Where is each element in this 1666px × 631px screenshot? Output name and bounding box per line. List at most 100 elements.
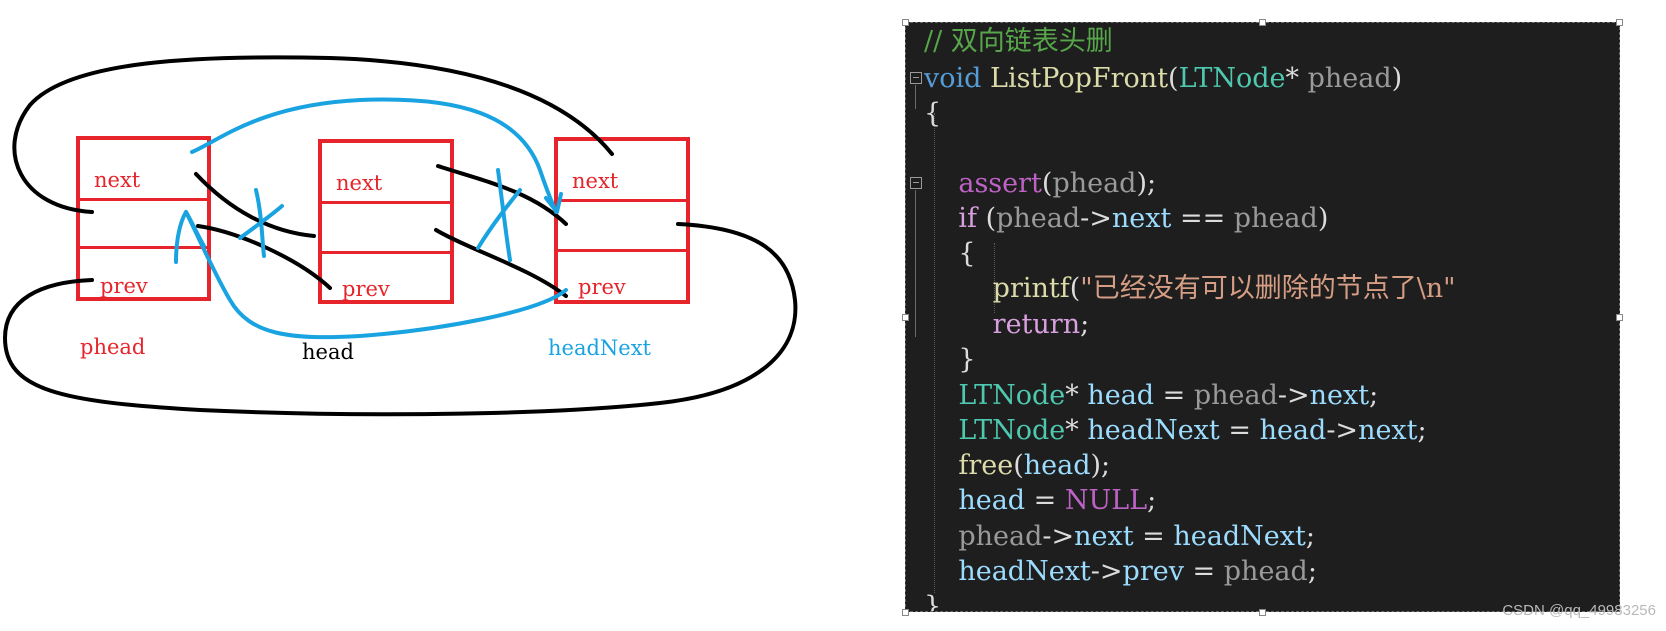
- linked-list-diagram: next prev phead next prev head next prev…: [3, 55, 798, 417]
- node-divider: [322, 251, 450, 254]
- node-name-head: head: [302, 340, 354, 364]
- code-token: phead: [1307, 63, 1392, 94]
- code-token: ;: [1369, 380, 1379, 411]
- code-token: [924, 556, 958, 587]
- node-phead: next prev: [76, 136, 211, 301]
- code-token: [924, 485, 958, 516]
- code-line[interactable]: }: [924, 341, 976, 378]
- code-token: // 双向链表头删: [924, 26, 1113, 57]
- node-divider: [558, 249, 686, 252]
- code-line[interactable]: head = NULL;: [924, 482, 1156, 519]
- selection-handle[interactable]: [1616, 19, 1623, 26]
- code-token: return: [992, 309, 1081, 340]
- code-token: LTNode: [1178, 63, 1286, 94]
- phead-bottom-wraparound-link: [3, 222, 798, 417]
- code-line[interactable]: LTNode* headNext = head->next;: [924, 412, 1426, 449]
- code-token: next: [1358, 415, 1418, 446]
- next-field-label: next: [572, 169, 619, 193]
- code-token: if: [958, 203, 977, 234]
- code-token: );: [1136, 168, 1157, 199]
- new-headnext-prev-to-phead-link: [184, 210, 568, 340]
- phead-next-to-head-link: [194, 172, 316, 238]
- code-token: phead: [1233, 203, 1318, 234]
- code-line[interactable]: {: [924, 95, 941, 132]
- fold-bar: [915, 190, 916, 337]
- code-token: phead: [996, 203, 1081, 234]
- code-token: head: [1087, 380, 1155, 411]
- indent-guide: [994, 243, 995, 313]
- code-token: (: [1168, 63, 1179, 94]
- code-token: phead: [1193, 380, 1278, 411]
- new-phead-next-arrowhead: [544, 192, 563, 214]
- selection-handle[interactable]: [902, 609, 909, 616]
- code-line[interactable]: if (phead->next == phead): [924, 200, 1328, 237]
- code-token: free: [958, 450, 1014, 481]
- headnext-prev-to-head-link: [434, 228, 568, 298]
- node-divider: [80, 198, 207, 201]
- code-line[interactable]: return;: [924, 306, 1090, 343]
- code-token: LTNode: [958, 415, 1066, 446]
- code-line[interactable]: void ListPopFront(LTNode* phead): [924, 60, 1402, 97]
- code-token: [924, 450, 958, 481]
- code-token: (: [1013, 450, 1024, 481]
- cross-out-mark: [476, 188, 522, 250]
- code-token: ;: [1080, 309, 1090, 340]
- code-line[interactable]: }: [924, 588, 942, 612]
- code-token: [924, 380, 958, 411]
- next-field-label: next: [336, 171, 383, 195]
- code-token: ->: [1042, 521, 1075, 552]
- code-token: LTNode: [958, 380, 1066, 411]
- code-token: head: [1023, 450, 1091, 481]
- code-line[interactable]: assert(phead);: [924, 165, 1156, 202]
- head-next-to-headnext-link: [436, 164, 568, 226]
- code-token: =: [1154, 380, 1194, 411]
- code-token: }: [924, 344, 976, 375]
- selection-handle[interactable]: [902, 19, 909, 26]
- code-token: next: [1074, 521, 1134, 552]
- code-line[interactable]: {: [924, 235, 976, 272]
- code-token: ->: [1090, 556, 1123, 587]
- code-token: {: [924, 98, 942, 129]
- selection-handle[interactable]: [902, 314, 909, 321]
- code-line[interactable]: free(head);: [924, 447, 1110, 484]
- code-line[interactable]: headNext->prev = phead;: [924, 553, 1317, 590]
- code-line[interactable]: phead->next = headNext;: [924, 518, 1315, 555]
- code-token: headNext: [1173, 521, 1306, 552]
- code-token: phead: [1052, 168, 1137, 199]
- indent-guide: [934, 113, 935, 593]
- code-token: [924, 168, 958, 199]
- code-token: headNext: [1087, 415, 1220, 446]
- code-token: [924, 273, 993, 304]
- code-line[interactable]: LTNode* head = phead->next;: [924, 377, 1378, 414]
- csdn-watermark: CSDN @qq_49983256: [1502, 602, 1656, 619]
- new-headnext-prev-arrowhead: [174, 210, 206, 264]
- code-token: =: [1133, 521, 1174, 552]
- code-token: ->: [1277, 380, 1310, 411]
- selection-handle[interactable]: [1616, 314, 1623, 321]
- code-token: head: [1259, 415, 1327, 446]
- code-token: }: [924, 591, 942, 612]
- code-token: (: [1069, 273, 1081, 304]
- node-divider: [80, 246, 207, 249]
- selection-handle[interactable]: [1259, 609, 1266, 616]
- code-token: );: [1090, 450, 1111, 481]
- code-token: headNext: [958, 556, 1091, 587]
- code-line[interactable]: printf("已经没有可以删除的节点了\n": [924, 270, 1456, 307]
- new-phead-next-to-headnext-link: [190, 97, 558, 214]
- code-token: [924, 521, 958, 552]
- code-token: ;: [1307, 556, 1317, 587]
- selection-handle[interactable]: [1259, 19, 1266, 26]
- code-token: printf: [992, 273, 1070, 304]
- code-token: [924, 415, 958, 446]
- code-token: assert: [958, 168, 1042, 199]
- fold-collapse-icon[interactable]: [910, 72, 922, 84]
- phead-top-wraparound-link: [12, 55, 614, 214]
- code-token: NULL: [1064, 485, 1148, 516]
- cross-out-mark: [254, 188, 266, 258]
- code-token: {: [924, 238, 976, 269]
- node-divider: [558, 199, 686, 202]
- code-token: ->: [1080, 203, 1112, 234]
- code-line[interactable]: // 双向链表头删: [924, 23, 1113, 60]
- fold-collapse-icon[interactable]: [910, 177, 922, 189]
